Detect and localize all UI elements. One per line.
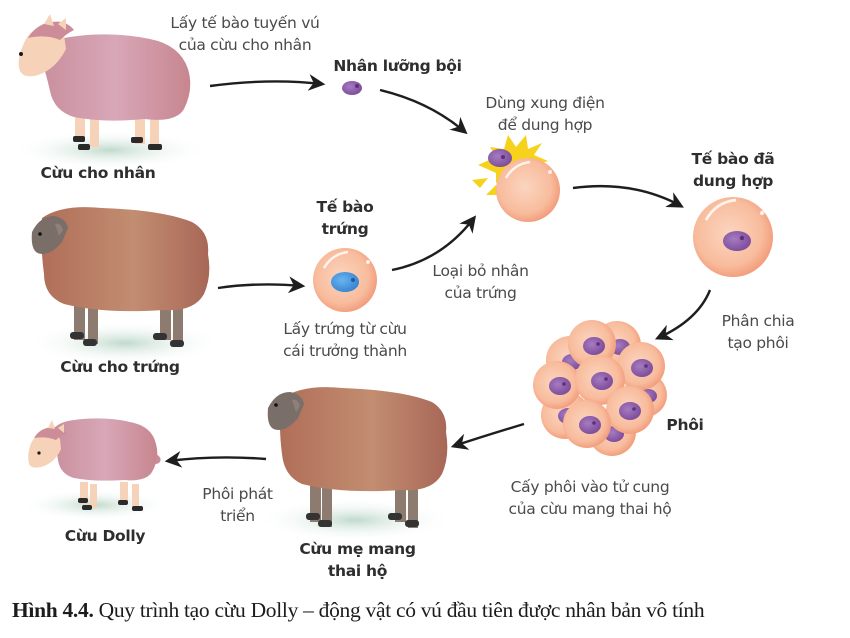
arrow-surrogate-to-dolly — [164, 450, 267, 468]
figure-caption-text: Quy trình tạo cừu Dolly – động vật có vú… — [93, 598, 705, 622]
diploid-nucleus-label: Nhân lưỡng bội — [333, 57, 462, 75]
process-arrows — [164, 74, 712, 468]
arrow-fused-to-embryo — [654, 289, 712, 341]
arrow-donor-to-nucleus — [209, 74, 326, 91]
arrow-egg-to-fusion — [391, 215, 477, 272]
step-divide-embryo-label: Phân chia tạo phôi — [721, 312, 795, 352]
figure-number: Hình 4.4. — [12, 598, 94, 622]
donor-sheep-icon — [10, 14, 210, 170]
embryo-cluster-icon — [533, 320, 667, 456]
surrogate-sheep-icon — [255, 387, 455, 542]
arrow-egg-sheep-to-egg — [217, 276, 306, 294]
fused-cell-icon — [693, 197, 773, 277]
step-remove-egg-nucleus-label: Loại bỏ nhân của trứng — [432, 262, 529, 302]
diploid-nucleus-icon — [342, 81, 362, 95]
arrow-fusion-to-fused — [572, 184, 684, 208]
egg-cell-icon — [313, 248, 377, 312]
arrow-embryo-to-surrogate — [450, 422, 525, 450]
egg-cell-label: Tế bào trứng — [316, 198, 374, 238]
step-take-mammary-cell-label: Lấy tế bào tuyến vú của cừu cho nhân — [170, 14, 320, 54]
egg-donor-sheep-icon — [25, 207, 225, 365]
step-electric-fusion-label: Dùng xung điện để dung hợp — [485, 94, 605, 134]
donor-sheep-label: Cừu cho nhân — [40, 164, 156, 182]
fusion-cell-icon — [472, 135, 560, 222]
dolly-label: Cừu Dolly — [64, 527, 146, 545]
dolly-sheep-icon — [20, 418, 170, 521]
fused-cell-label: Tế bào đã dung hợp — [691, 150, 775, 190]
step-take-egg-label: Lấy trứng từ cừu cái trưởng thành — [283, 320, 407, 360]
step-implant-embryo-label: Cấy phôi vào tử cung của cừu mang thai h… — [508, 478, 672, 518]
figure-caption: Hình 4.4. Quy trình tạo cừu Dolly – động… — [12, 598, 842, 623]
arrow-nucleus-to-fusion — [379, 88, 468, 135]
step-embryo-develops-label: Phôi phát triển — [202, 485, 273, 525]
surrogate-sheep-label: Cừu mẹ mang thai hộ — [299, 540, 416, 580]
egg-sheep-label: Cừu cho trứng — [60, 358, 180, 376]
embryo-label: Phôi — [666, 416, 704, 434]
